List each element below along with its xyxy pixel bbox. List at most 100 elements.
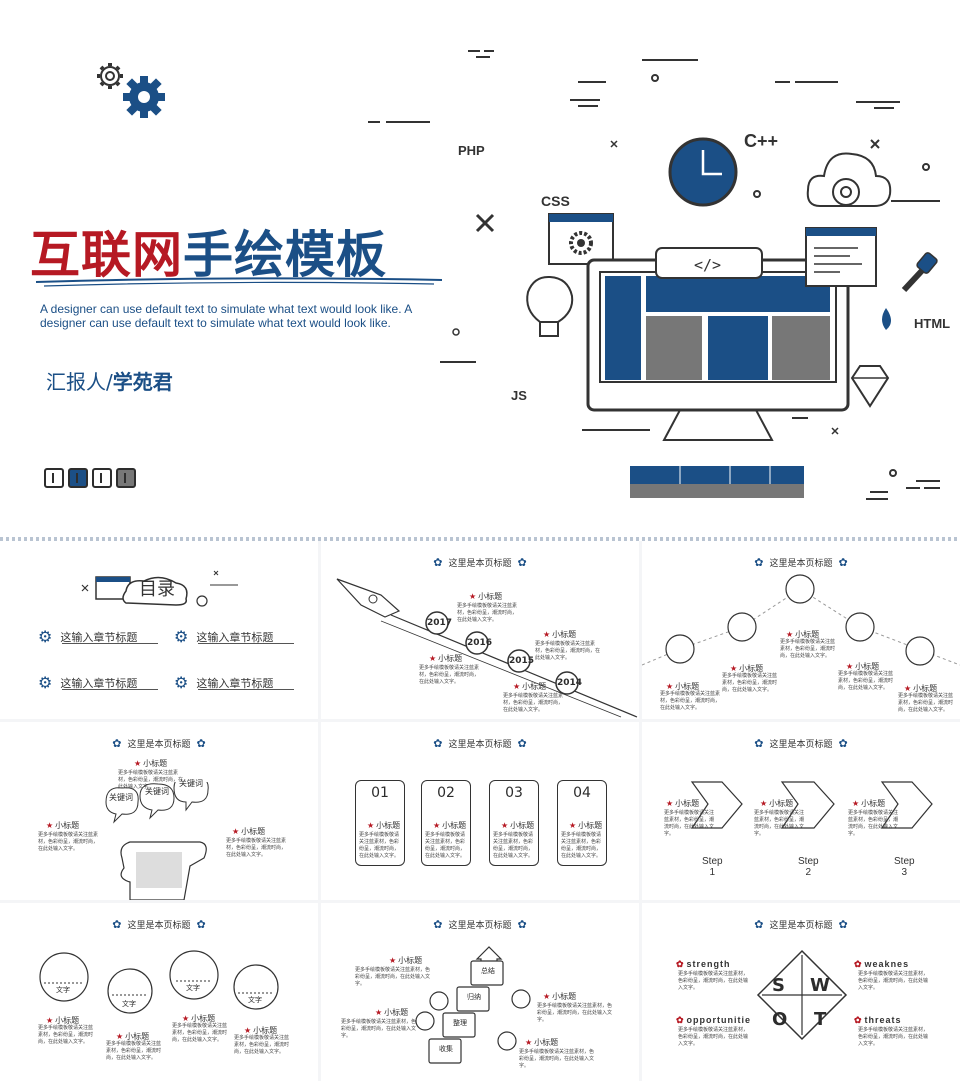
subtitle: A designer can use default text to simul… xyxy=(40,302,412,330)
sub-title: 小标题 xyxy=(244,1025,277,1036)
gear-label: 文字 xyxy=(56,986,70,994)
sub-title: 小标题 xyxy=(134,758,167,769)
lang-js: JS xyxy=(511,388,527,403)
number-card[interactable]: 02 xyxy=(421,780,471,866)
toc-title: 目录 xyxy=(139,579,175,600)
slide-heading: ✿这里是本页标题✿ xyxy=(433,918,527,931)
slide-keywords[interactable]: ✿这里是本页标题✿ 关键词 关键词 关键词 小标题 更多手绘模板敬请关注蓝素材，… xyxy=(0,722,318,900)
body-text: 更多手绘模板敬请关注蓝素材，色彩纷呈，潮流时尚，在此处输入文字。 xyxy=(664,810,715,837)
sub-title: 小标题 xyxy=(852,798,885,809)
slide-stairs[interactable]: ✿这里是本页标题✿ 总结 归纳 整理 收集 小标题 更多手绘模板敬请关注蓝素材，… xyxy=(321,903,639,1081)
body-text: 更多手绘模板敬请关注蓝素材，色彩纷呈，潮流时尚，在此处输入文字。 xyxy=(678,1027,749,1047)
title-blue: 手绘模板 xyxy=(183,226,387,284)
keyword: 关键词 xyxy=(109,793,133,802)
body-text: 更多手绘模板敬请关注蓝素材，色彩纷呈，潮流时尚，在此处输入文字。 xyxy=(535,641,601,661)
gear-shapes xyxy=(39,950,279,1014)
sub-title: 小标题 xyxy=(182,1013,215,1024)
lang-php: PHP xyxy=(458,143,485,158)
toc-banner xyxy=(81,570,238,607)
stair-arrows xyxy=(415,946,531,1064)
number-card[interactable]: 03 xyxy=(489,780,539,866)
toc-item[interactable]: ⚙这输入章节标题 xyxy=(38,673,158,692)
body-text: 更多手绘模板敬请关注蓝素材，色彩纷呈，潮流时尚，在此处输入文字。 xyxy=(118,770,184,790)
body-text: 更多手绘模板敬请关注蓝素材，色彩纷呈，潮流时尚，在此处输入文字。 xyxy=(858,1027,929,1047)
code-tag-icon: </> xyxy=(694,256,722,274)
slide-cards[interactable]: ✿这里是本页标题✿ 01 02 03 04 小标题 更多手绘模板敬请关注蓝素材，… xyxy=(321,722,639,900)
gear-icon: ⚙ xyxy=(38,673,53,692)
swot-letter: W xyxy=(810,975,830,996)
body-text: 更多手绘模板敬请关注蓝素材，色彩纷呈，潮流时尚，在此处输入文字。 xyxy=(722,673,778,693)
decor-circle xyxy=(452,328,460,336)
toc-item[interactable]: ⚙这输入章节标题 xyxy=(174,627,294,646)
number-card[interactable]: 04 xyxy=(557,780,607,866)
sub-title: 小标题 xyxy=(513,681,546,692)
sub-title: 小标题 xyxy=(730,663,763,674)
sub-title: 小标题 xyxy=(786,629,819,640)
sub-title: 小标题 xyxy=(433,820,466,831)
body-text: 更多手绘模板敬请关注蓝素材，色彩纷呈，潮流时尚，在此处输入文字。 xyxy=(38,1025,94,1045)
body-text: 更多手绘模板敬请关注蓝素材，色彩纷呈，潮流时尚，在此处输入文字。 xyxy=(226,838,287,858)
reporter-label: 汇报人/ xyxy=(46,370,113,394)
slide-heading: ✿这里是本页标题✿ xyxy=(433,556,527,569)
page-dot[interactable] xyxy=(44,468,64,488)
gear-icon: ⚙ xyxy=(38,627,53,646)
gear-icon: ⚙ xyxy=(174,673,189,692)
body-text: 更多手绘模板敬请关注蓝素材，色彩纷呈，潮流时尚，在此处输入文字。 xyxy=(425,832,466,859)
sub-title: 小标题 xyxy=(846,661,879,672)
body-text: 更多手绘模板敬请关注蓝素材，色彩纷呈，潮流时尚，在此处输入文字。 xyxy=(493,832,534,859)
stair-label: 收集 xyxy=(439,1045,453,1053)
head-illustration xyxy=(105,782,209,900)
slide-swot[interactable]: ✿这里是本页标题✿ S W O T strength 更多手绘模板敬请关注蓝素材… xyxy=(642,903,960,1081)
gears-icon xyxy=(97,63,165,118)
page-dot[interactable] xyxy=(116,468,136,488)
number-card[interactable]: 01 xyxy=(355,780,405,866)
sub-title: 小标题 xyxy=(543,991,576,1002)
body-text: 更多手绘模板敬请关注蓝素材，色彩纷呈，潮流时尚，在此处输入文字。 xyxy=(838,671,894,691)
year-label: 2015 xyxy=(509,656,535,666)
slide-steps[interactable]: ✿这里是本页标题✿ 小标题 更多手绘模板敬请关注蓝素材，色彩纷呈，潮流时尚，在此… xyxy=(642,722,960,900)
slide-heading: ✿这里是本页标题✿ xyxy=(754,556,848,569)
sub-title: 小标题 xyxy=(666,681,699,692)
body-text: 更多手绘模板敬请关注蓝素材，色彩纷呈，潮流时尚，在此处输入文字。 xyxy=(858,971,929,991)
body-text: 更多手绘模板敬请关注蓝素材，色彩纷呈，潮流时尚，在此处输入文字。 xyxy=(537,1003,613,1023)
hero-slide: 互联网手绘模板 A designer can use default text … xyxy=(0,0,960,537)
swot-label: threats xyxy=(854,1015,902,1026)
toc-item[interactable]: ⚙这输入章节标题 xyxy=(38,627,158,646)
page-dots xyxy=(44,468,136,488)
body-text: 更多手绘模板敬请关注蓝素材，色彩纷呈，潮流时尚，在此处输入文字。 xyxy=(780,639,836,659)
sub-title: 小标题 xyxy=(46,820,79,831)
stair-label: 归纳 xyxy=(467,993,481,1001)
slide-timeline[interactable]: ✿这里是本页标题✿ 2017 2016 2015 2014 小标题 更多手绘模板… xyxy=(321,541,639,719)
body-text: 更多手绘模板敬请关注蓝素材，色彩纷呈，潮流时尚，在此处输入文字。 xyxy=(660,691,721,711)
slide-icon-arc[interactable]: ✿这里是本页标题✿ 小标题 更多手绘模板敬请关注蓝素材，色彩纷呈，潮流时尚，在此… xyxy=(642,541,960,719)
swot-label: opportunitie xyxy=(676,1015,751,1026)
page-dot[interactable] xyxy=(68,468,88,488)
body-text: 更多手绘模板敬请关注蓝素材，色彩纷呈，潮流时尚，在此处输入文字。 xyxy=(503,693,564,713)
slide-gears[interactable]: ✿这里是本页标题✿ 文字 文字 文字 文字 小标题 更多手绘模板敬请关注蓝素材，… xyxy=(0,903,318,1081)
slide-toc[interactable]: 目录 ⚙这输入章节标题 ⚙这输入章节标题 ⚙这输入章节标题 ⚙这输入章节标题 xyxy=(0,541,318,719)
title-underline xyxy=(35,277,443,287)
rocket-illustration xyxy=(336,578,638,718)
body-text: 更多手绘模板敬请关注蓝素材，色彩纷呈，潮流时尚，在此处输入文字。 xyxy=(754,810,805,837)
divider xyxy=(0,537,960,541)
swot-letter: S xyxy=(772,975,785,996)
body-text: 更多手绘模板敬请关注蓝素材，色彩纷呈，潮流时尚，在此处输入文字。 xyxy=(561,832,602,859)
gear-label: 文字 xyxy=(122,1000,136,1008)
body-text: 更多手绘模板敬请关注蓝素材，色彩纷呈，潮流时尚，在此处输入文字。 xyxy=(172,1023,228,1043)
computer-illustration xyxy=(468,50,940,500)
lang-html: HTML xyxy=(914,316,951,331)
swot-letter: T xyxy=(814,1009,827,1030)
body-text: 更多手绘模板敬请关注蓝素材，色彩纷呈，潮流时尚，在此处输入文字。 xyxy=(355,967,431,987)
gear-label: 文字 xyxy=(186,984,200,992)
body-text: 更多手绘模板敬请关注蓝素材，色彩纷呈，潮流时尚，在此处输入文字。 xyxy=(341,1019,417,1039)
step-label: Step 1 xyxy=(702,856,723,878)
body-text: 更多手绘模板敬请关注蓝素材，色彩纷呈，潮流时尚，在此处输入文字。 xyxy=(519,1049,595,1069)
toc-item[interactable]: ⚙这输入章节标题 xyxy=(174,673,294,692)
body-text: 更多手绘模板敬请关注蓝素材，色彩纷呈，潮流时尚，在此处输入文字。 xyxy=(234,1035,290,1055)
page-dot[interactable] xyxy=(92,468,112,488)
sub-title: 小标题 xyxy=(569,820,602,831)
step-arrows xyxy=(690,781,933,829)
body-text: 更多手绘模板敬请关注蓝素材，色彩纷呈，潮流时尚，在此处输入文字。 xyxy=(419,665,480,685)
slide-heading: ✿这里是本页标题✿ xyxy=(754,737,848,750)
year-label: 2017 xyxy=(427,618,453,628)
